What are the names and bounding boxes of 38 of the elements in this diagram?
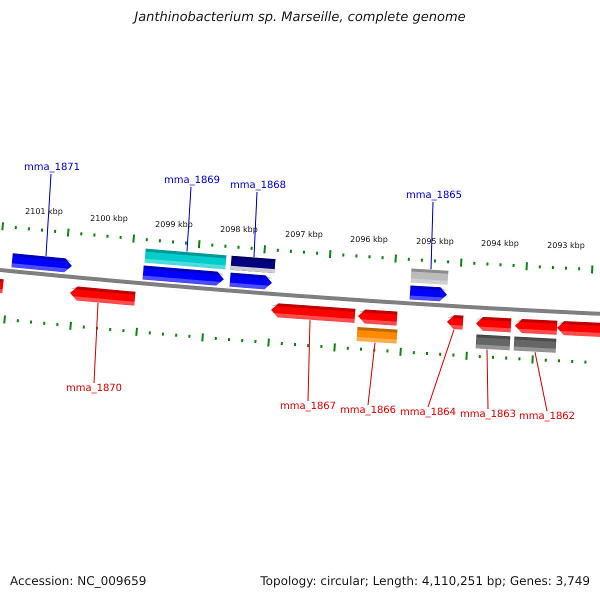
gene-label: mma_1869: [164, 176, 220, 186]
gene-label: mma_1865: [406, 191, 462, 201]
scale-label: 2096 kbp: [350, 236, 388, 244]
gene-bar: [410, 268, 448, 285]
gene-label: mma_1870: [66, 384, 122, 394]
gene-feature: [11, 253, 72, 272]
leader-line: [186, 186, 192, 252]
gene-label: mma_1866: [340, 406, 396, 416]
gene-label: mma_1864: [400, 408, 456, 418]
leader-line: [428, 329, 454, 408]
gene-label: mma_1868: [230, 181, 286, 191]
gene-feature: [446, 315, 464, 330]
leader-line: [534, 352, 548, 412]
footer-text: Accession: NC_009659: [10, 575, 146, 587]
footer-text: Topology: circular; Length: 4,110,251 bp; Genes: 3,749: [260, 575, 590, 587]
scale-label: 2097 kbp: [285, 231, 323, 239]
gene-bar: [356, 327, 398, 344]
gene-label: mma_1871: [24, 163, 80, 173]
scale-label: 2100 kbp: [90, 215, 128, 223]
leader-line: [254, 192, 258, 258]
leader-line: [46, 174, 52, 256]
gene-label: mma_1863: [460, 410, 516, 420]
gene-label: mma_1867: [280, 402, 336, 412]
gene-bar: [144, 248, 226, 270]
gene-label: mma_1862: [518, 412, 576, 422]
leader-line: [430, 202, 434, 270]
gene-feature: [270, 303, 356, 323]
diagram-title: Janthinobacterium sp. Marseille, complete genome: [134, 11, 466, 24]
gene-feature: [70, 286, 136, 306]
leader-line: [308, 320, 310, 402]
scale-label: 2094 kbp: [481, 240, 519, 248]
leader-line: [368, 342, 376, 406]
leader-line: [94, 302, 98, 384]
leader-line: [486, 349, 488, 410]
scale-label: 2093 kbp: [547, 242, 585, 250]
gene-bar: [230, 256, 276, 274]
gene-bar: [476, 334, 510, 350]
gene-bar: [514, 336, 556, 353]
